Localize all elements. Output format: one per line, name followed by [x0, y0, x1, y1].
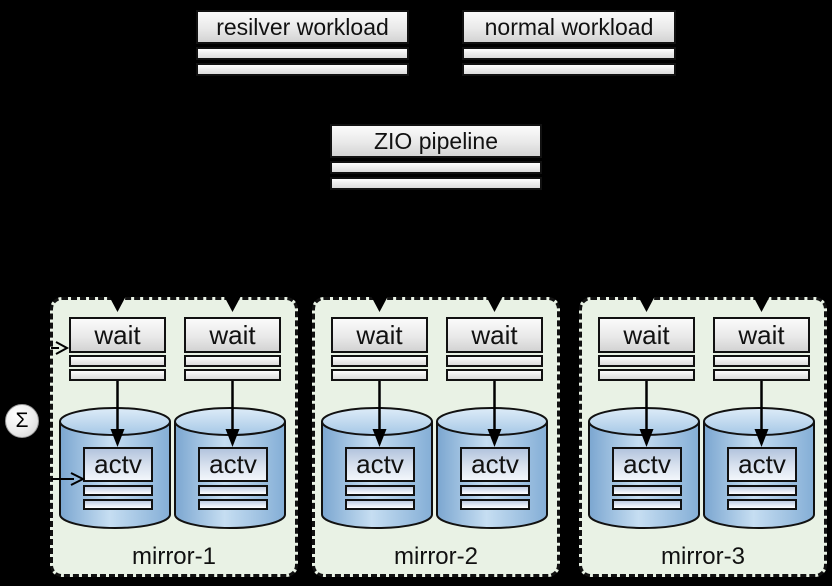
queue-slot-bar	[330, 161, 542, 174]
mirror-group-label: mirror-3	[661, 543, 745, 570]
mirror-group-label: mirror-2	[394, 543, 478, 570]
wait-queue-label: wait	[331, 317, 428, 353]
wait-queue-label: wait	[598, 317, 695, 353]
normal-workload-node: normal workload	[462, 10, 676, 76]
queue-slot-bar	[196, 63, 409, 76]
wait-queue-node: wait	[713, 317, 810, 381]
wait-to-actv-arrow	[639, 381, 654, 447]
mirror-group-1: wait wait actv actv mirror-1	[50, 297, 298, 577]
queue-slot-bar	[69, 355, 166, 367]
actv-queue-node: actv	[612, 447, 682, 510]
queue-slot-bar	[345, 485, 415, 496]
wait-to-actv-arrow	[110, 381, 125, 447]
queue-slot-bar	[83, 499, 153, 510]
zio-pipeline-label: ZIO pipeline	[330, 124, 542, 158]
queue-slot-bar	[184, 355, 281, 367]
mirror-group-label: mirror-1	[132, 543, 216, 570]
queue-slot-bar	[713, 369, 810, 381]
actv-queue-node: actv	[460, 447, 530, 510]
queue-slot-bar	[598, 369, 695, 381]
wait-queue-label: wait	[69, 317, 166, 353]
queue-slot-bar	[446, 369, 543, 381]
resilver-workload-label: resilver workload	[196, 10, 409, 44]
queue-slot-bar	[83, 485, 153, 496]
queue-slot-bar	[462, 47, 676, 60]
queue-slot-bar	[612, 499, 682, 510]
wait-to-actv-arrow	[225, 381, 240, 447]
queue-slot-bar	[198, 499, 268, 510]
arrowhead-down-icon	[372, 429, 387, 447]
actv-queue-label: actv	[198, 447, 268, 482]
queue-slot-bar	[598, 355, 695, 367]
queue-slot-bar	[331, 355, 428, 367]
actv-queue-label: actv	[83, 447, 153, 482]
queue-slot-bar	[345, 499, 415, 510]
queue-slot-bar	[460, 485, 530, 496]
queue-slot-bar	[330, 177, 542, 190]
actv-queue-node: actv	[198, 447, 268, 510]
mirror-group-2: wait wait actv actv mirror-2	[312, 297, 560, 577]
arrowhead-down-icon	[110, 429, 125, 447]
queue-slot-bar	[460, 499, 530, 510]
queue-slot-bar	[727, 485, 797, 496]
actv-queue-node: actv	[83, 447, 153, 510]
wait-queue-label: wait	[713, 317, 810, 353]
wait-queue-node: wait	[69, 317, 166, 381]
queue-slot-bar	[196, 47, 409, 60]
wait-to-actv-arrow	[754, 381, 769, 447]
queue-slot-bar	[446, 355, 543, 367]
arrowhead-down-icon	[639, 429, 654, 447]
wait-to-actv-arrow	[372, 381, 387, 447]
actv-queue-label: actv	[460, 447, 530, 482]
actv-queue-node: actv	[345, 447, 415, 510]
actv-queue-label: actv	[345, 447, 415, 482]
queue-slot-bar	[713, 355, 810, 367]
wait-queue-node: wait	[598, 317, 695, 381]
normal-workload-label: normal workload	[462, 10, 676, 44]
wait-queue-label: wait	[446, 317, 543, 353]
queue-slot-bar	[331, 369, 428, 381]
wait-queue-node: wait	[331, 317, 428, 381]
sum-icon: Σ	[5, 404, 39, 438]
wait-queue-node: wait	[446, 317, 543, 381]
actv-queue-node: actv	[727, 447, 797, 510]
queue-slot-bar	[69, 369, 166, 381]
wait-queue-node: wait	[184, 317, 281, 381]
arrowhead-down-icon	[754, 429, 769, 447]
queue-slot-bar	[462, 63, 676, 76]
arrowhead-down-icon	[487, 429, 502, 447]
resilver-workload-node: resilver workload	[196, 10, 409, 76]
queue-slot-bar	[198, 485, 268, 496]
wait-to-actv-arrow	[487, 381, 502, 447]
queue-slot-bar	[612, 485, 682, 496]
wait-queue-label: wait	[184, 317, 281, 353]
actv-queue-label: actv	[612, 447, 682, 482]
queue-slot-bar	[184, 369, 281, 381]
actv-queue-label: actv	[727, 447, 797, 482]
mirror-group-3: wait wait actv actv mirror-3	[579, 297, 827, 577]
queue-slot-bar	[727, 499, 797, 510]
zio-pipeline-node: ZIO pipeline	[330, 124, 542, 190]
arrowhead-down-icon	[225, 429, 240, 447]
